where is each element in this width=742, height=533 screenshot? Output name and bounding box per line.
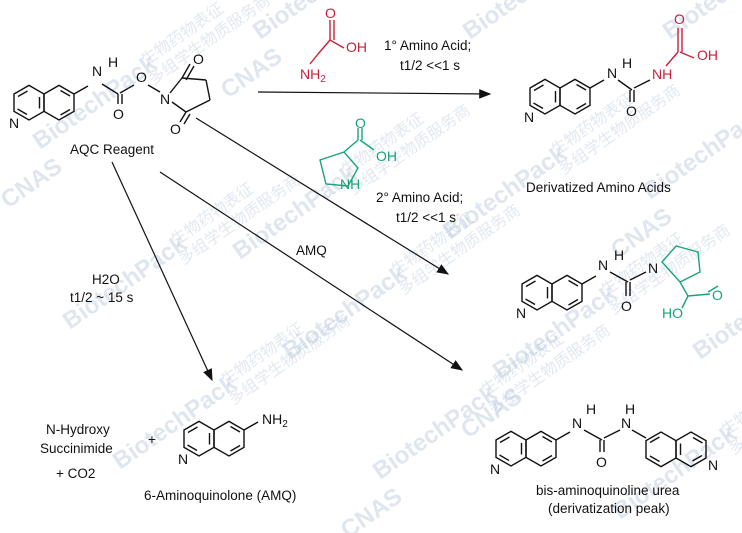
primary-time: t1/2 <<1 s [400, 58, 460, 73]
nhs-line2: Succinimide [40, 441, 113, 456]
dp-n: N [524, 109, 534, 125]
watermark-cnas: CNAS [0, 153, 67, 214]
amq-arrow-label: AMQ [296, 243, 327, 258]
gly-oh: OH [346, 39, 367, 55]
urea-line2: (derivatization peak) [548, 501, 670, 516]
watermark-brand: BiotechPack [108, 370, 242, 475]
aqc-n-atom: N [9, 115, 19, 131]
aqc-succ-o1: O [193, 51, 204, 67]
aqc-succ-n: N [160, 91, 170, 107]
pp-oh-green: HO [662, 305, 683, 321]
dp-red-o: O [674, 11, 685, 27]
arrow-amq [159, 171, 464, 371]
secondary-time: t1/2 <<1 s [396, 210, 456, 225]
pp-h: H [614, 247, 624, 263]
pro-nh: NH [340, 176, 360, 192]
watermark-cnas: CNAS [216, 43, 287, 104]
bu-h2: H [625, 401, 635, 417]
pp-o-green: O [712, 287, 723, 303]
amq-structure: N NH2 [178, 411, 288, 467]
gly-o: O [325, 5, 336, 21]
dp-o: O [626, 103, 637, 119]
arrow-secondary [195, 117, 450, 275]
derivatized-label: Derivatized Amino Acids [526, 180, 671, 195]
derivatized-primary-structure: N N H O NH O OH [524, 11, 718, 125]
watermark-brand: BiotechPack [688, 260, 742, 365]
aqc-h: H [108, 54, 118, 70]
aqc-ester-o: O [136, 69, 147, 85]
pp-n: N [516, 305, 526, 321]
aqc-succ-o2: O [170, 121, 181, 137]
water-time: t1/2 ~ 15 s [70, 290, 134, 305]
watermark-brand: BiotechPack [58, 230, 192, 335]
urea-line1: bis-aminoquinoline urea [536, 483, 680, 498]
watermark-brand: BiotechPack [658, 0, 742, 45]
dp-red-oh: OH [697, 47, 718, 63]
bu-n2: N [708, 457, 718, 473]
aqc-carbonyl-o: O [113, 106, 124, 122]
secondary-condition: 2° Amino Acid; [376, 190, 463, 205]
proline-structure: O OH NH [319, 115, 397, 192]
co2-label: + CO2 [56, 466, 95, 481]
pp-ring-n: N [648, 260, 658, 276]
pp-o: O [621, 298, 632, 314]
nhs-line1: N-Hydroxy [46, 422, 110, 437]
primary-condition: 1° Amino Acid; [384, 38, 471, 53]
aqc-nh: N [92, 63, 102, 79]
glycine-structure: O OH NH2 [300, 5, 367, 85]
bu-h1: H [586, 401, 596, 417]
gly-nh2: NH2 [300, 66, 326, 85]
dp-h: H [622, 55, 632, 71]
arrow-primary [257, 89, 492, 99]
dp-red-nh: NH [652, 66, 672, 82]
pro-oh: OH [376, 148, 397, 164]
aqc-label: AQC Reagent [70, 142, 154, 157]
arrow-hydrolysis [111, 161, 213, 382]
aqc-structure: N N H O O N O O [9, 51, 211, 137]
bu-nh2: N [621, 415, 631, 431]
dp-nh: N [607, 65, 617, 81]
pro-o: O [355, 115, 366, 131]
watermark-brand: BiotechPack [458, 0, 592, 45]
watermark-cn-1: 生物药物表征 [717, 369, 742, 440]
bis-urea-structure: N N H O N H N [490, 401, 718, 477]
pp-nh: N [598, 257, 608, 273]
amq-name: 6-Aminoquinolone (AMQ) [144, 488, 296, 503]
plus-sign: + [148, 432, 156, 447]
derivatized-proline-structure: N N H O N O HO [516, 245, 723, 321]
amq-n: N [178, 451, 188, 467]
bu-o: O [596, 454, 607, 470]
bu-nh1: N [572, 415, 582, 431]
amq-nh2: NH2 [262, 411, 288, 430]
watermark-cnas: CNAS [336, 483, 407, 533]
bu-n1: N [490, 461, 500, 477]
water-label: H2O [92, 272, 120, 287]
